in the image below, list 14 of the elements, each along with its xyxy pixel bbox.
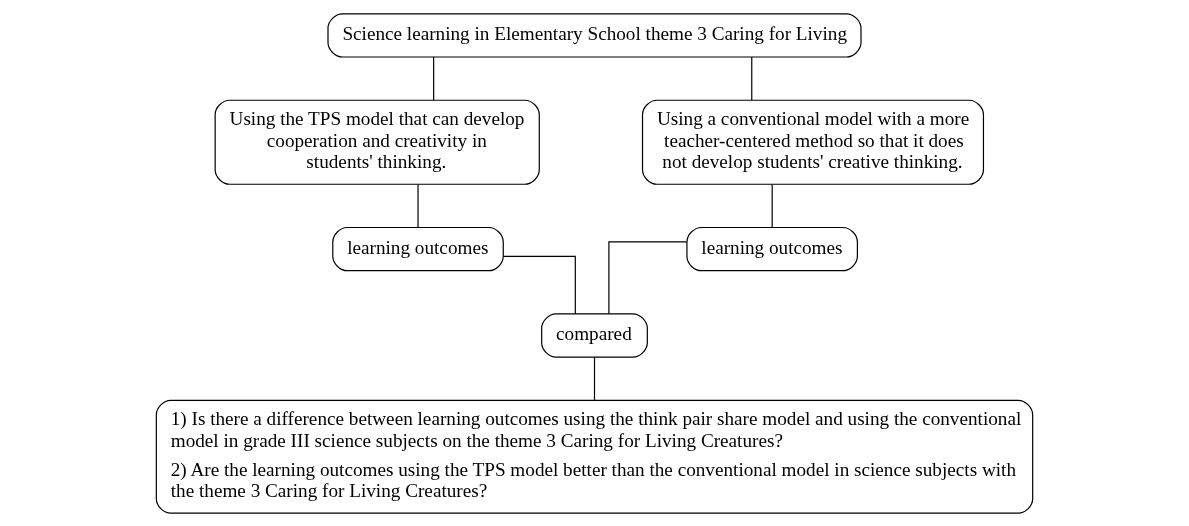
node-box: Science learning in Elementary School theme 3 Caring for Living — [327, 12, 862, 58]
node-box: Using a conventional model with a more teacher-centered method so that it does not develop students' creative thinking. — [641, 99, 985, 185]
connector — [502, 255, 576, 314]
node-box: learning outcomes — [332, 226, 504, 271]
node-box: compared — [541, 312, 648, 358]
node-box: Using the TPS model that can develop cooperation and creativity in students' thinking. — [214, 99, 540, 185]
connector — [433, 55, 435, 100]
node-box: learning outcomes — [686, 226, 858, 271]
connector — [417, 183, 419, 228]
connector — [751, 55, 753, 100]
node-box: 1) Is there a difference between learning outcomes using the think pair share model and using the conventional model in grade III science subjects on the theme 3 Caring for Living Creatures? 2) Are the learning outcomes using the TPS model better than the conventional model in science subjects with the theme 3 Caring for Living Creatures? — [155, 399, 1034, 514]
connector — [608, 240, 688, 314]
connector — [593, 356, 596, 400]
connector — [771, 183, 773, 228]
